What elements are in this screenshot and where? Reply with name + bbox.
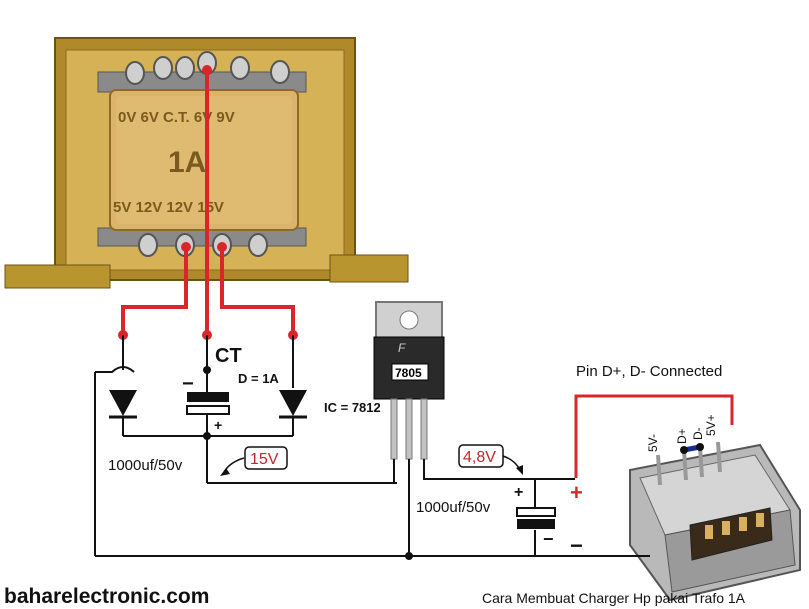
diode-right — [279, 390, 307, 419]
ground-node — [405, 552, 413, 560]
ic-part-number: 7805 — [395, 366, 422, 380]
filter-capacitor-1 — [186, 383, 230, 420]
pin-d-plus: D+ — [675, 428, 689, 444]
usb-pin-labels: 5V- D+ D- 5V+ — [646, 414, 718, 452]
svg-text:F: F — [398, 341, 406, 355]
diode-left — [109, 390, 137, 419]
usb-a-connector — [615, 441, 801, 602]
voltage-48v-label: 4,8V — [463, 449, 496, 466]
cap2-plus-sign: + — [514, 484, 523, 501]
cap1-value-label: 1000uf/50v — [108, 457, 183, 474]
regulator-wiring — [95, 459, 615, 557]
transformer-current-rating: 1A — [168, 146, 206, 179]
filter-capacitor-2 — [516, 490, 556, 529]
cap2-minus-sign: − — [543, 529, 554, 549]
ic-spec-label: IC = 7812 — [324, 400, 381, 415]
voltage-15v-label: 15V — [250, 451, 279, 468]
pin-connection-note: Pin D+, D- Connected — [576, 363, 722, 380]
ct-label: CT — [215, 345, 242, 367]
secondary-wires — [121, 70, 295, 335]
diode-rating-label: D = 1A — [238, 371, 279, 386]
transformer-top-voltages: 0V 6V C.T. 6V 9V — [118, 109, 235, 126]
output-plus-sign: + — [570, 480, 583, 505]
pin-5v-minus: 5V- — [646, 434, 660, 452]
voltage-15v-callout: 15V — [220, 446, 288, 476]
transformer-bottom-voltages: 5V 12V 12V 15V — [113, 199, 224, 216]
ct-node — [203, 366, 211, 374]
voltage-regulator-7805: F 7805 — [373, 301, 445, 460]
cap1-minus-sign: − — [182, 373, 194, 395]
positive-node — [203, 432, 211, 440]
cap1-plus-sign: + — [214, 417, 222, 433]
output-minus-sign: − — [570, 533, 583, 558]
positive-output-wire — [574, 394, 734, 478]
rectifier-wiring — [94, 335, 397, 556]
cap2-value-label: 1000uf/50v — [416, 499, 491, 516]
pin-5v-plus: 5V+ — [704, 414, 718, 436]
transformer-top-terminals — [125, 51, 290, 85]
pin-d-minus: D- — [691, 427, 705, 440]
site-watermark: baharelectronic.com — [4, 585, 209, 608]
voltage-48v-callout: 4,8V — [458, 444, 523, 475]
diagram-caption: Cara Membuat Charger Hp pakai Trafo 1A — [482, 590, 746, 606]
